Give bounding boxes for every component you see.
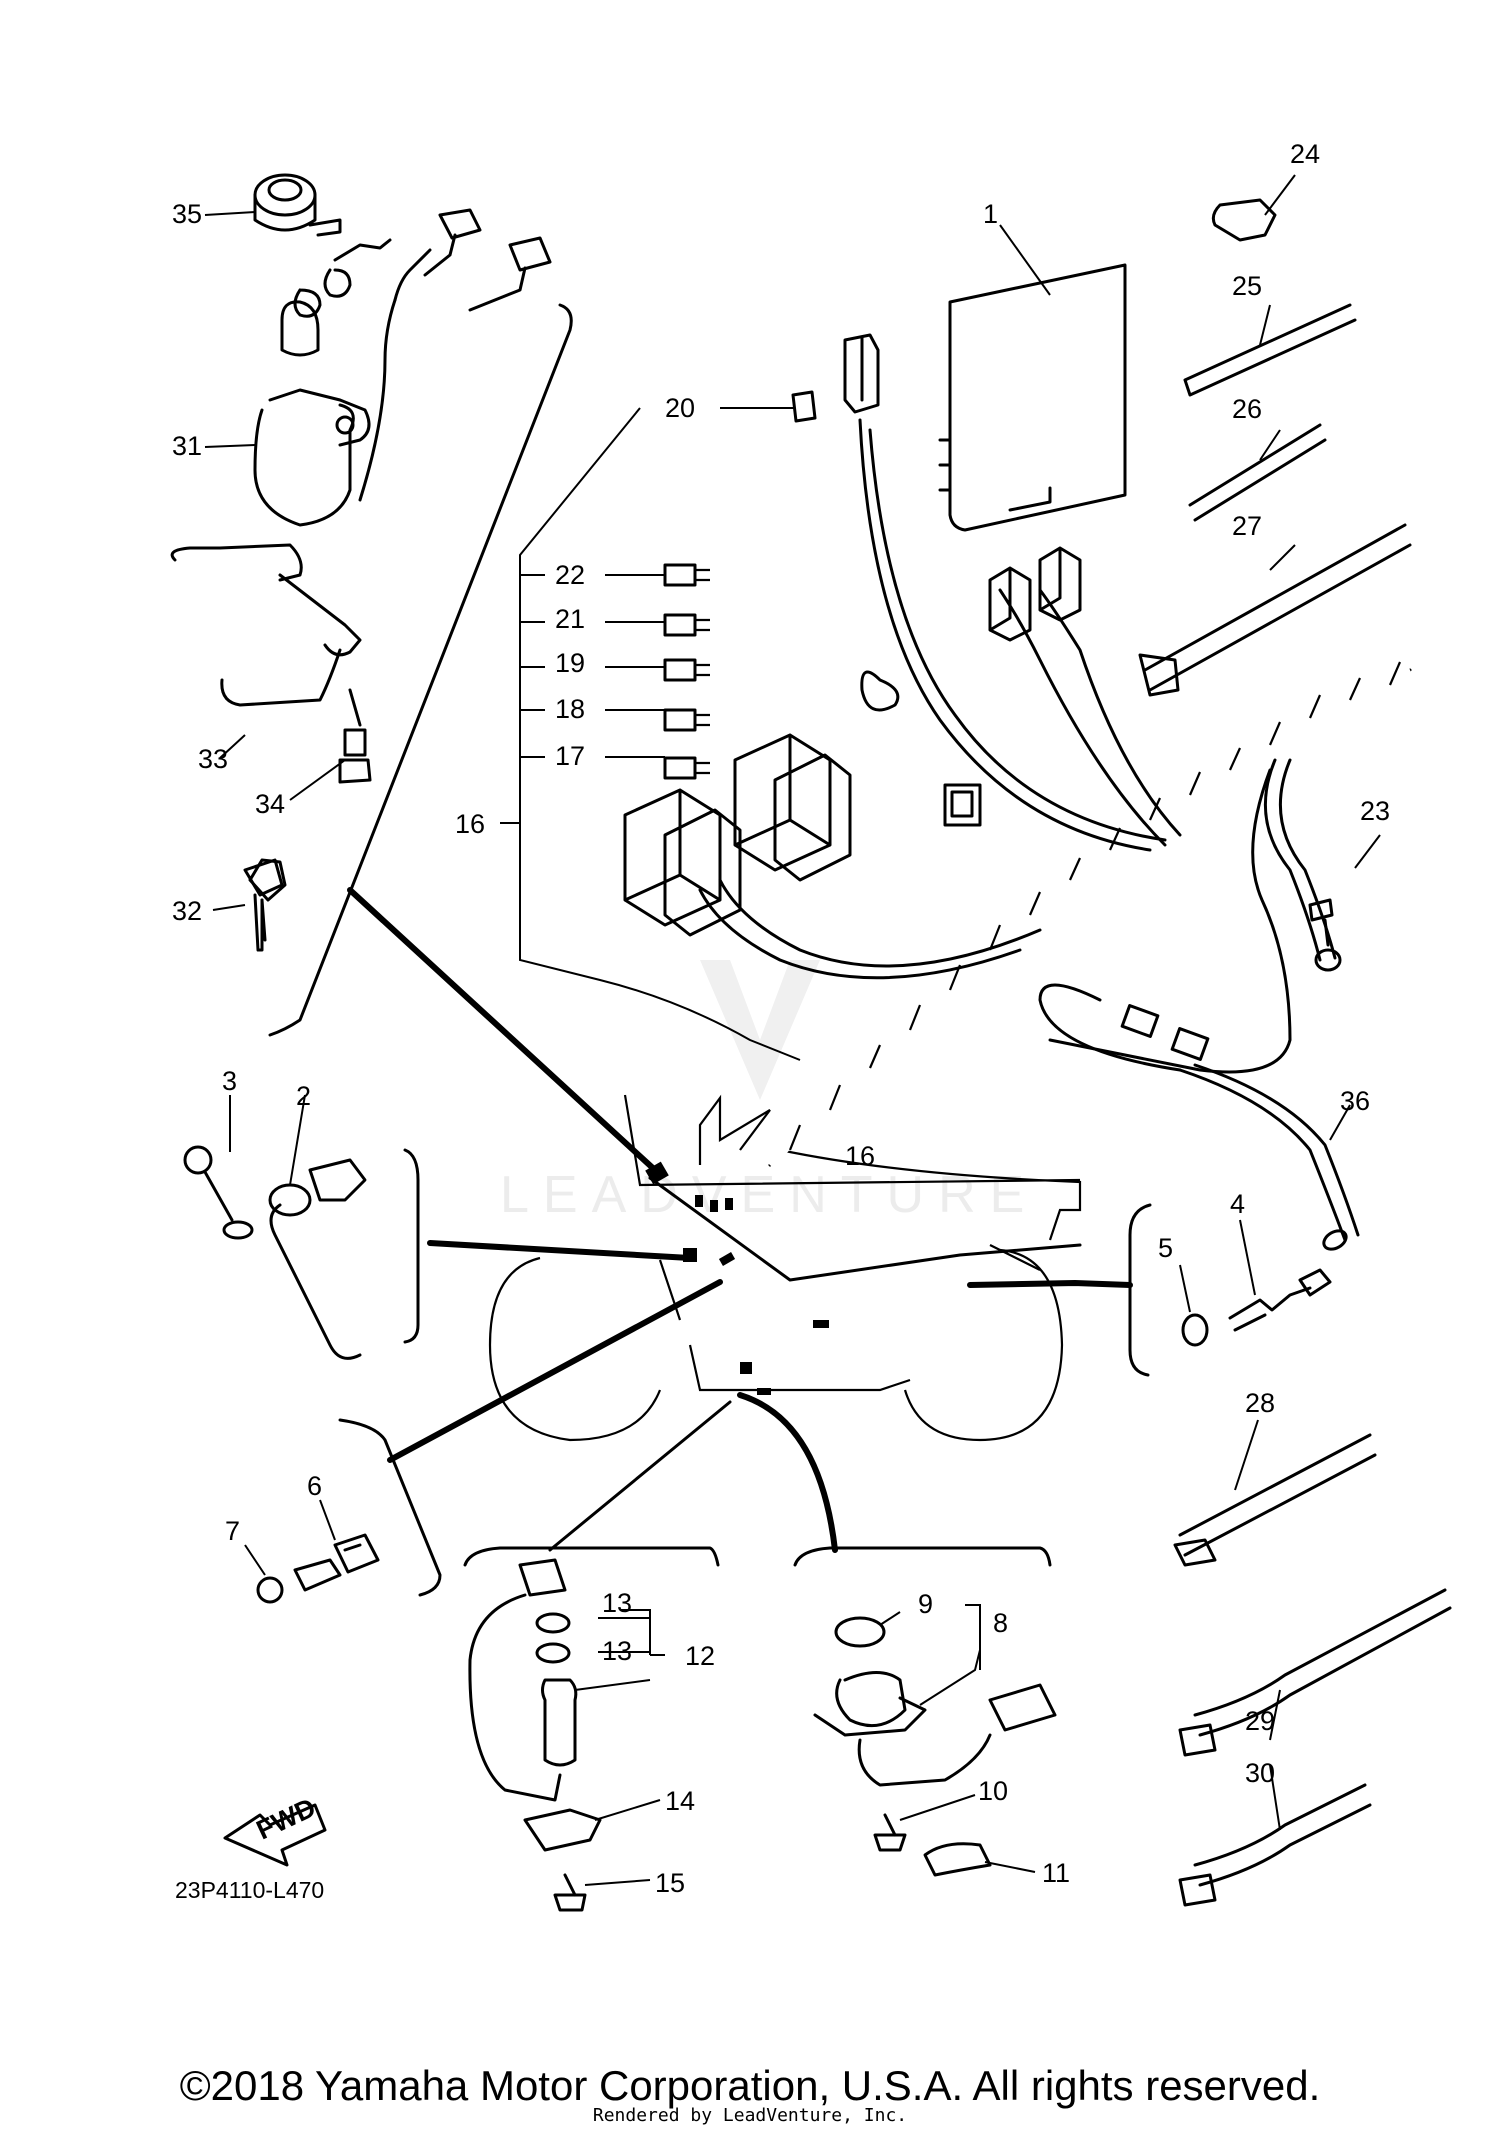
watermark-text: LEADVENTURE — [500, 1166, 1038, 1224]
callout-20: 20 — [665, 393, 695, 423]
callout-28: 28 — [1245, 1388, 1275, 1418]
callout-11: 11 — [1042, 1858, 1070, 1888]
callout-5: 5 — [1158, 1233, 1173, 1263]
callout-7: 7 — [225, 1516, 240, 1546]
vehicle-leader-lines — [347, 887, 1133, 1553]
callout-1: 1 — [983, 199, 998, 229]
callout-16-center: 16 — [845, 1141, 875, 1171]
callout-21: 21 — [555, 604, 585, 634]
callout-15: 15 — [655, 1868, 685, 1898]
atv-silhouette — [488, 1094, 1082, 1442]
callout-labels: 1 2 3 4 5 6 7 8 9 10 11 12 13 13 14 15 1… — [172, 139, 1390, 1898]
callout-2: 2 — [296, 1081, 311, 1111]
callout-13b: 13 — [602, 1636, 632, 1666]
gear-position-parts — [468, 1558, 602, 1912]
clamps-and-ties — [1138, 198, 1452, 1907]
ecu-unit — [938, 263, 1127, 532]
callout-23: 23 — [1360, 796, 1390, 826]
temp-sensor-parts — [1181, 1268, 1332, 1347]
rendered-by-text: Rendered by LeadVenture, Inc. — [592, 2105, 908, 2126]
callout-3: 3 — [222, 1066, 237, 1096]
callout-13a: 13 — [602, 1588, 632, 1618]
callout-18: 18 — [555, 694, 585, 724]
fwd-arrow: FWD — [223, 1792, 327, 1867]
callout-35: 35 — [172, 199, 202, 229]
callout-8: 8 — [993, 1608, 1008, 1638]
copyright-text: ©2018 Yamaha Motor Corporation, U.S.A. A… — [179, 2062, 1321, 2109]
main-switch-parts — [170, 173, 552, 942]
speed-sensor-parts — [813, 1616, 1057, 1877]
drawing-code: 23P4110-L470 — [175, 1877, 324, 1903]
callout-6: 6 — [307, 1471, 322, 1501]
section-outlines — [268, 303, 1152, 1597]
spare-key — [243, 858, 284, 952]
callout-14: 14 — [665, 1786, 695, 1816]
callout-34: 34 — [255, 789, 285, 819]
callout-4: 4 — [1230, 1189, 1245, 1219]
callout-31: 31 — [172, 431, 202, 461]
callout-30: 30 — [1245, 1758, 1275, 1788]
callout-10: 10 — [978, 1776, 1008, 1806]
callout-leaders — [204, 174, 1381, 1886]
callout-19: 19 — [555, 648, 585, 678]
harness-relays — [623, 333, 1082, 937]
small-connectors — [663, 563, 710, 780]
callout-27: 27 — [1232, 511, 1262, 541]
callout-36: 36 — [1340, 1086, 1370, 1116]
callout-24: 24 — [1290, 139, 1320, 169]
callout-16-left: 16 — [455, 809, 485, 839]
watermark: LEADVENTURE — [500, 960, 1038, 1224]
crank-sensor-parts — [183, 1145, 367, 1360]
callout-32: 32 — [172, 896, 202, 926]
callout-33: 33 — [198, 744, 228, 774]
callout-29: 29 — [1245, 1706, 1275, 1736]
neutral-switch-parts — [256, 1533, 380, 1604]
callout-26: 26 — [1232, 394, 1262, 424]
wire-harness — [698, 418, 1412, 1251]
callout-12: 12 — [685, 1641, 715, 1671]
callout-9: 9 — [918, 1589, 933, 1619]
callout-22: 22 — [555, 560, 585, 590]
callout-17: 17 — [555, 741, 585, 771]
callout-25: 25 — [1232, 271, 1262, 301]
